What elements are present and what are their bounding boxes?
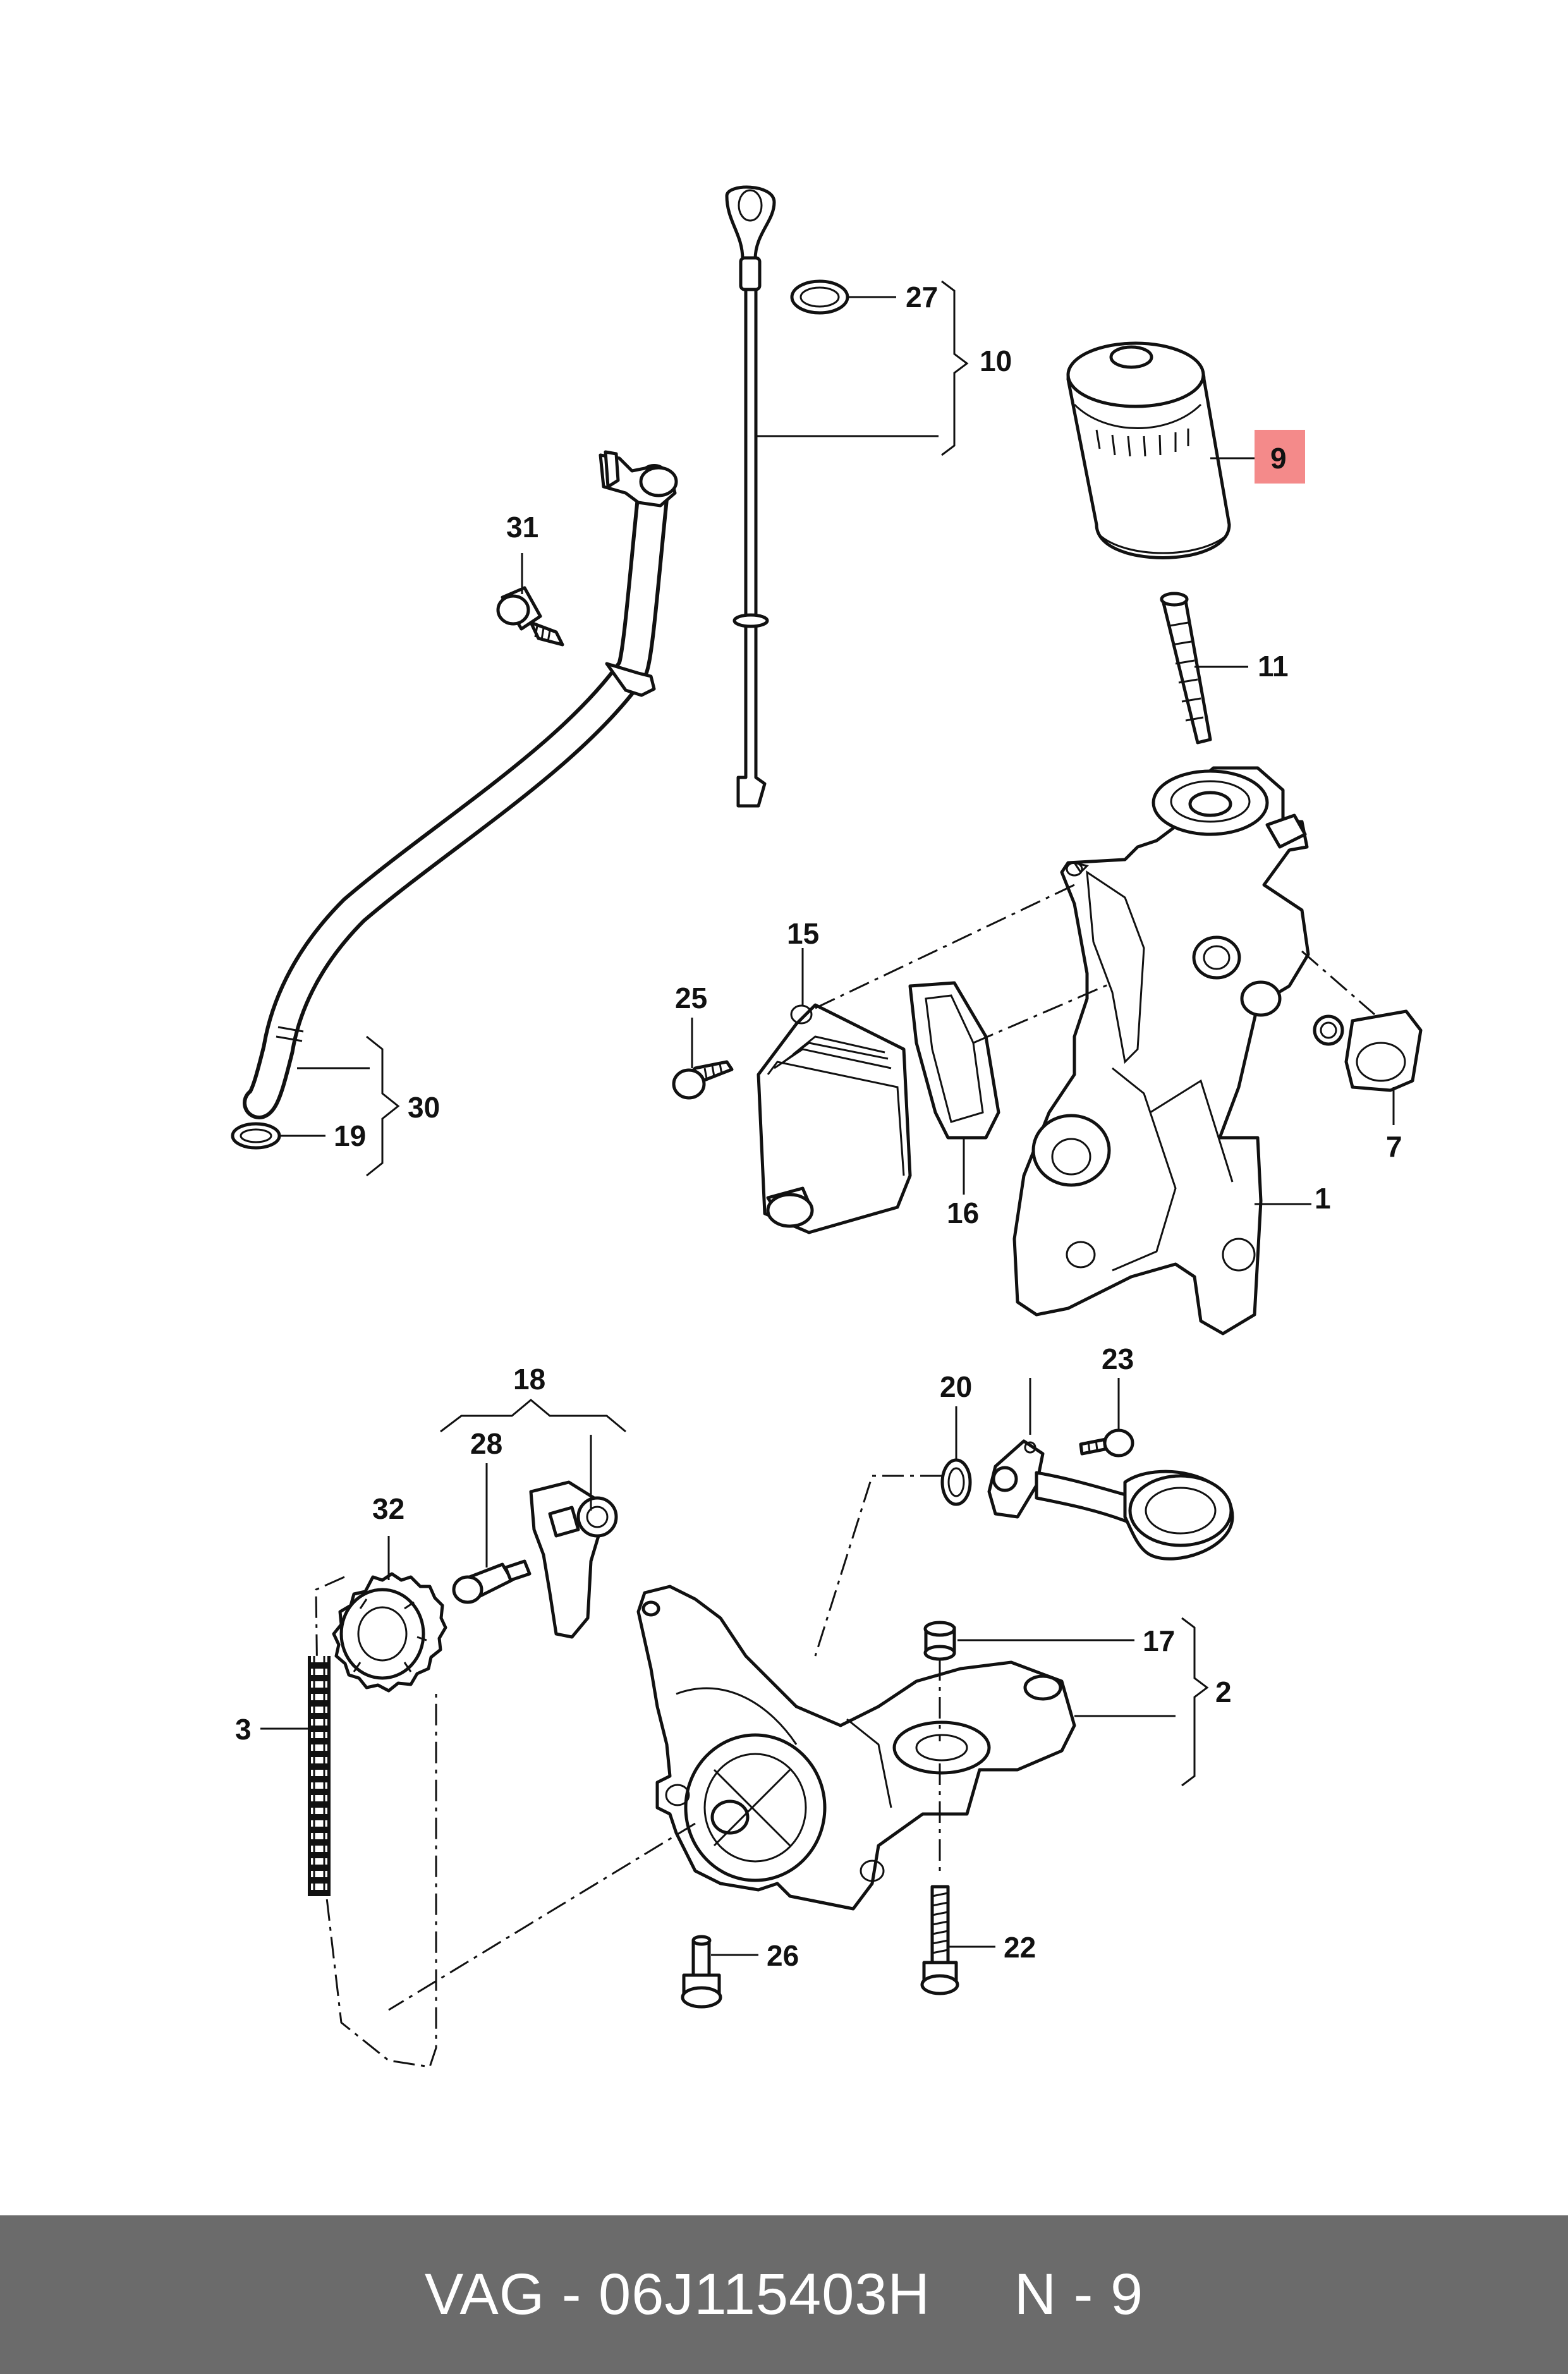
highlighted-callout-box <box>1255 430 1305 484</box>
dipstick-guide-tube <box>243 450 678 1119</box>
oil-filter-housing <box>1012 766 1310 1336</box>
oil-pump <box>636 1585 1076 1911</box>
callout-17: 17 <box>1143 1624 1175 1657</box>
cooler-gasket <box>908 981 1000 1140</box>
callout-22: 22 <box>1004 1931 1036 1964</box>
callout-19: 19 <box>334 1119 366 1152</box>
dipstick-seal-ring <box>790 279 849 315</box>
callout-3: 3 <box>235 1713 252 1746</box>
callout-16: 16 <box>947 1196 979 1229</box>
callout-2: 2 <box>1215 1676 1232 1708</box>
tensioner-pin <box>452 1559 532 1604</box>
bolt-25 <box>672 1060 734 1100</box>
callout-11: 11 <box>1258 650 1289 683</box>
filter-center-tube <box>1160 592 1212 745</box>
bolt-26 <box>681 1935 722 2009</box>
oil-cooler <box>757 1003 912 1234</box>
callout-10: 10 <box>980 344 1012 377</box>
chain-tensioner <box>529 1480 618 1639</box>
footer-bar: VAG - 06J115403H N - 9 <box>0 2215 1568 2374</box>
guide-tube-seal-ring <box>231 1122 281 1150</box>
oil-pickup-pipe <box>987 1439 1234 1561</box>
bolt-23 <box>1079 1428 1134 1458</box>
callout-15: 15 <box>787 917 819 950</box>
bolt-31 <box>496 586 564 647</box>
callout-18: 18 <box>513 1363 545 1396</box>
callout-30: 30 <box>408 1091 440 1124</box>
callout-9: 9 <box>1270 442 1287 475</box>
part-number-caption: VAG - 06J115403H N - 9 <box>424 2262 1144 2327</box>
housing-gasket <box>1313 1009 1423 1092</box>
oil-filter-cartridge <box>1066 341 1231 559</box>
callout-20: 20 <box>940 1370 972 1403</box>
crankshaft-sprocket <box>332 1572 447 1693</box>
sleeve-17 <box>923 1621 956 1661</box>
callout-1: 1 <box>1315 1182 1331 1215</box>
callout-23: 23 <box>1102 1342 1134 1375</box>
timing-chain <box>308 1656 331 1896</box>
callout-32: 32 <box>372 1492 404 1525</box>
callout-27: 27 <box>906 281 938 313</box>
callout-26: 26 <box>767 1939 799 1972</box>
callout-28: 28 <box>470 1427 502 1460</box>
callout-7: 7 <box>1386 1130 1402 1163</box>
parts-diagram: 1 2 3 7 9 10 11 15 16 17 18 19 20 22 23 … <box>231 185 1423 2068</box>
oil-dipstick <box>725 185 776 808</box>
callout-31: 31 <box>506 511 538 544</box>
o-ring-20 <box>940 1458 972 1506</box>
bolt-22 <box>920 1885 959 1995</box>
callout-25: 25 <box>675 982 707 1014</box>
